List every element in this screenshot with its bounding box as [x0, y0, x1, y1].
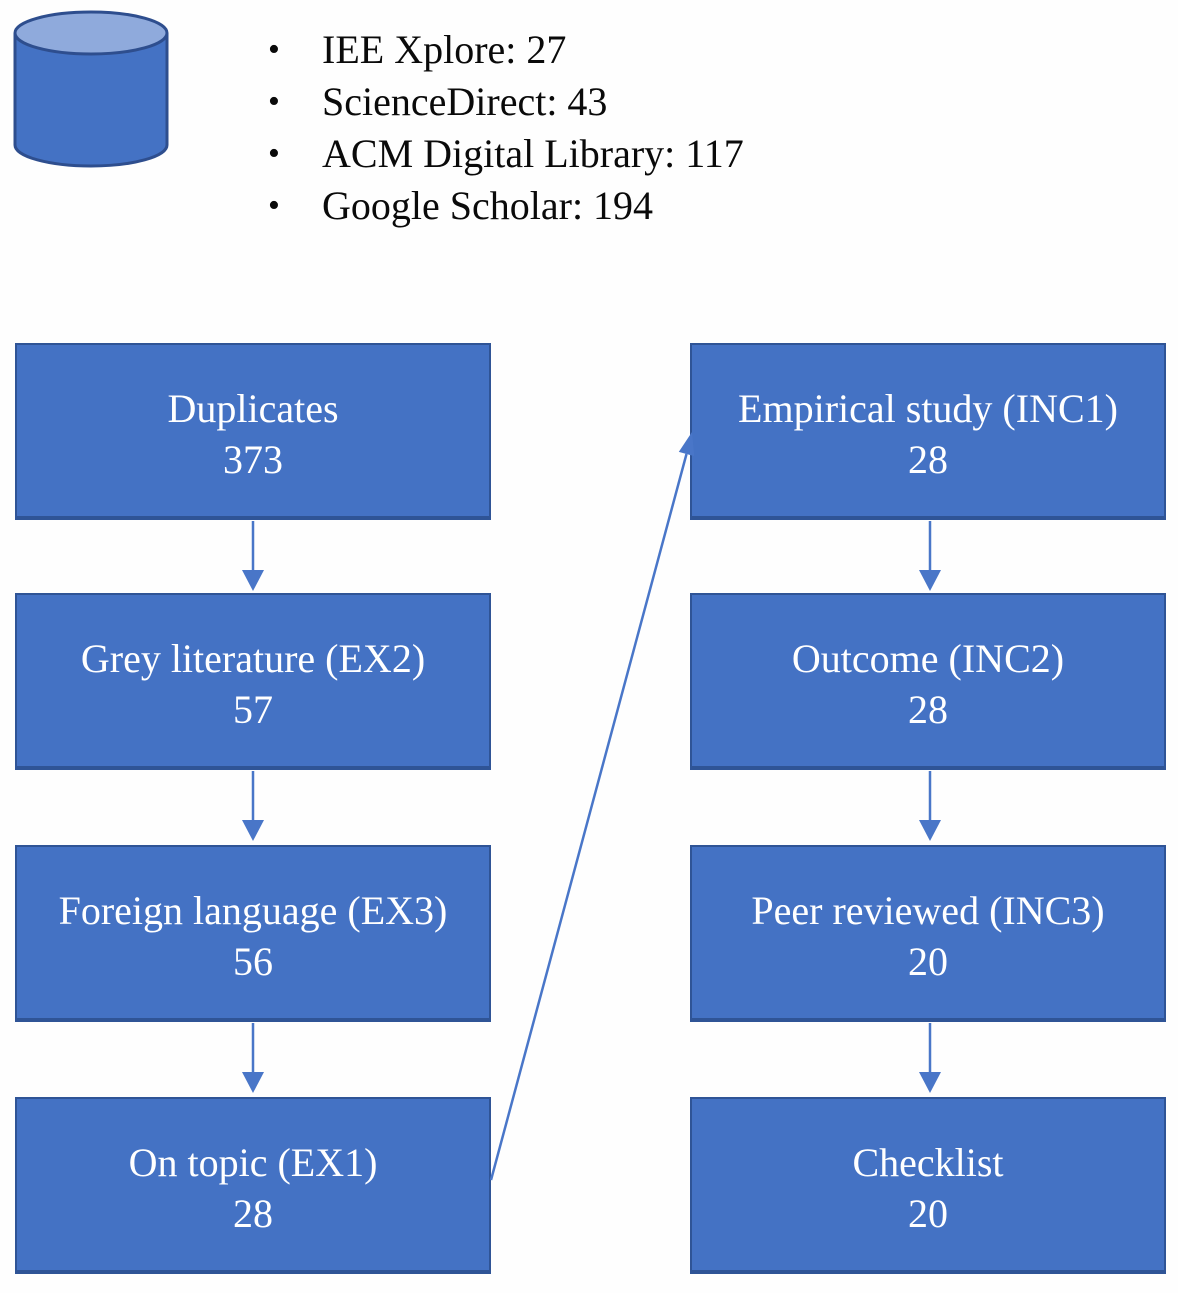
flow-box-label: Duplicates	[167, 385, 339, 431]
flow-box-label: Outcome (INC2)	[791, 635, 1065, 681]
list-item: • ScienceDirect: 43	[258, 76, 744, 128]
flow-box-checklist: Checklist 20	[690, 1097, 1166, 1274]
arrow-grey-literature-to-foreign-language	[242, 771, 264, 841]
bullet-icon: •	[268, 31, 280, 68]
flow-box-label: Grey literature (EX2)	[80, 635, 426, 681]
flow-box-count: 28	[233, 1190, 273, 1236]
arrow-empirical-study-to-outcome	[919, 521, 941, 591]
flow-box-count: 20	[908, 938, 948, 984]
flow-box-label: On topic (EX1)	[128, 1139, 378, 1185]
flow-box-count: 20	[908, 1190, 948, 1236]
arrow-duplicates-to-grey-literature	[242, 521, 264, 591]
flow-box-label: Foreign language (EX3)	[58, 887, 448, 933]
flow-box-grey-literature: Grey literature (EX2) 57	[15, 593, 491, 770]
flow-box-duplicates: Duplicates 373	[15, 343, 491, 520]
arrow-peer-reviewed-to-checklist	[919, 1023, 941, 1093]
source-list: • IEE Xplore: 27 • ScienceDirect: 43 • A…	[258, 24, 744, 232]
database-icon	[13, 10, 169, 168]
source-text: ScienceDirect: 43	[322, 79, 608, 124]
flow-box-peer-reviewed: Peer reviewed (INC3) 20	[690, 845, 1166, 1022]
flow-box-count: 373	[223, 436, 283, 482]
flow-box-on-topic: On topic (EX1) 28	[15, 1097, 491, 1274]
bullet-icon: •	[268, 83, 280, 120]
list-item: • ACM Digital Library: 117	[258, 128, 744, 180]
flow-box-count: 28	[908, 686, 948, 732]
flow-box-label: Peer reviewed (INC3)	[751, 887, 1105, 933]
flow-box-label: Empirical study (INC1)	[738, 385, 1118, 431]
list-item: • Google Scholar: 194	[258, 180, 744, 232]
database-top	[13, 10, 169, 56]
arrow-foreign-language-to-on-topic	[242, 1023, 264, 1093]
arrow-on-topic-to-empirical-study	[489, 432, 695, 1181]
arrow-outcome-to-peer-reviewed	[919, 771, 941, 841]
database-body	[13, 33, 169, 168]
source-text: Google Scholar: 194	[322, 183, 654, 228]
list-item: • IEE Xplore: 27	[258, 24, 744, 76]
flow-box-foreign-language: Foreign language (EX3) 56	[15, 845, 491, 1022]
flow-box-label: Checklist	[852, 1139, 1004, 1185]
flow-box-count: 57	[233, 686, 273, 732]
flow-box-outcome: Outcome (INC2) 28	[690, 593, 1166, 770]
source-text: ACM Digital Library: 117	[322, 131, 744, 176]
bullet-icon: •	[268, 187, 280, 224]
source-text: IEE Xplore: 27	[322, 27, 567, 72]
flow-box-count: 56	[233, 938, 273, 984]
bullet-icon: •	[268, 135, 280, 172]
flow-box-empirical-study: Empirical study (INC1) 28	[690, 343, 1166, 520]
flow-box-count: 28	[908, 436, 948, 482]
